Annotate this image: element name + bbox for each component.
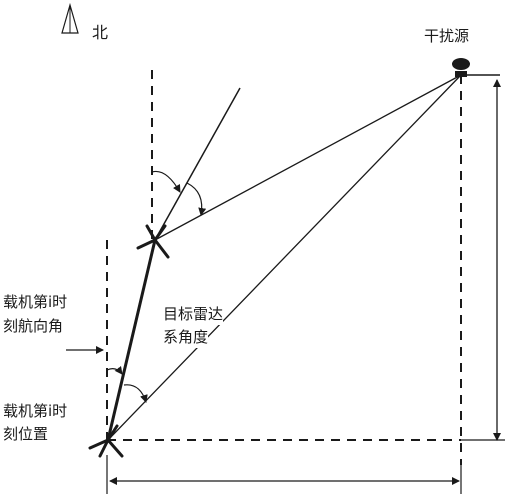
heading-angle-arc-upper xyxy=(151,170,181,193)
flight-path xyxy=(106,239,157,441)
position-label-line2: 刻位置 xyxy=(3,423,49,445)
north-arrow-icon xyxy=(61,2,79,34)
jammer-source-label: 干扰源 xyxy=(424,27,470,45)
position-label-line1: 载机第i时 xyxy=(3,400,68,422)
aircraft-icon xyxy=(136,224,170,259)
heading-angle-label-line2: 刻航向角 xyxy=(3,315,64,337)
north-label: 北 xyxy=(92,23,109,42)
radar-angle-label-line2: 系角度 xyxy=(163,326,209,348)
radar-angle-arc-upper xyxy=(186,182,207,216)
line-of-sight-lower xyxy=(107,74,462,441)
radar-angle-arc-lower xyxy=(123,384,148,403)
heading-angle-label-line1: 载机第i时 xyxy=(3,291,68,313)
aircraft-icon xyxy=(88,424,124,458)
heading-ray xyxy=(154,87,241,241)
jammer-source-icon xyxy=(452,58,470,77)
radar-angle-label-line1: 目标雷达 xyxy=(163,303,224,325)
heading-angle-arc-lower xyxy=(106,366,123,375)
